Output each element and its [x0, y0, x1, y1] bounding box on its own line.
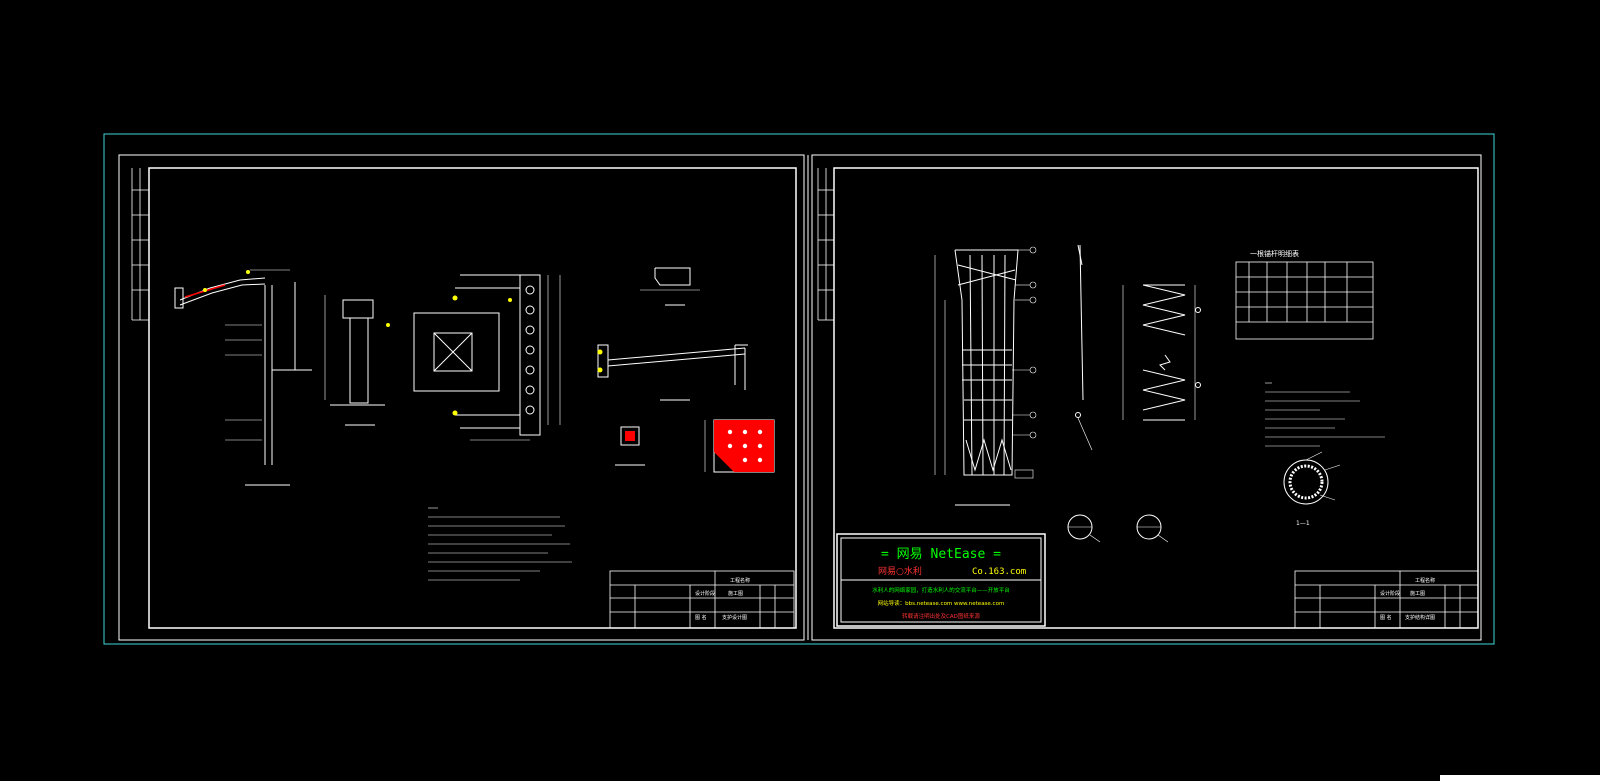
sheet-2-drawing-label: 图 名 — [1380, 614, 1392, 621]
sheet-1-title-block — [609, 570, 795, 629]
sheet-2-project-label: 工程名称 — [1415, 577, 1435, 584]
sheet-1: 工程名称 支护设计图 图 名 设计阶段 施工图 — [118, 154, 805, 641]
small-section — [615, 426, 645, 466]
yellow-marker — [246, 270, 250, 274]
yellow-marker — [203, 288, 207, 292]
watermark-title: = 网易 NetEase = — [881, 547, 1001, 562]
yellow-marker — [597, 349, 603, 355]
watermark-right-label: Co.163.com — [972, 567, 1026, 577]
watermark-left-label: 网易○水利 — [878, 565, 922, 577]
cage-callouts — [1012, 246, 1037, 479]
yellow-marker — [452, 295, 458, 301]
sheet-1-stage: 工程名称 — [730, 577, 750, 584]
retaining-wall-elevation — [174, 269, 312, 486]
bar-section-details — [1067, 514, 1169, 543]
reinforcement-cage — [934, 249, 1019, 506]
watermark-line-3: 转载请注明出处及CAD图纸来源 — [902, 612, 980, 620]
anchor-table-title: 一根锚杆明细表 — [1250, 249, 1299, 258]
sheet-1-drawing-label: 图 名 — [695, 614, 707, 621]
spiral-stirrup — [1122, 284, 1201, 421]
watermark-line-2: 网站导读：bbs.netease.com www.netease.com — [878, 599, 1005, 607]
sheet-1-notes — [428, 507, 572, 581]
corner-block — [1440, 775, 1600, 781]
sheet-2-stage-value: 施工图 — [1410, 590, 1425, 597]
sheet-2-design-label: 设计阶段 — [1380, 590, 1400, 597]
sheet-2-title-block — [1294, 570, 1479, 629]
yellow-marker — [597, 367, 603, 373]
sheet-1-stage-value: 施工图 — [728, 590, 743, 597]
sheet-2-outer-border — [811, 154, 1482, 641]
shotcrete-panel — [704, 419, 775, 473]
pit-plan-view — [413, 274, 561, 441]
yellow-marker — [508, 298, 512, 302]
sheet-1-design-label: 设计阶段 — [695, 590, 715, 597]
single-bar-detail — [1075, 244, 1093, 451]
anchor-bar-detail — [597, 344, 748, 401]
sheet-2-notes — [1265, 382, 1385, 447]
cap-detail — [324, 295, 385, 426]
yellow-marker — [386, 323, 390, 327]
sheet-1-outer-border — [118, 154, 805, 641]
coping-section — [640, 267, 700, 306]
ring-section-label: 1—1 — [1296, 520, 1310, 527]
sheet-2: 一根锚杆明细表 — [811, 154, 1482, 641]
outer-frame — [103, 133, 1495, 645]
sheet-1-left-strip — [131, 168, 150, 321]
netease-watermark: = 网易 NetEase = 网易○水利 Co.163.com 水利人的网络家园… — [836, 533, 1046, 627]
ring-section — [1283, 451, 1341, 505]
sheet-2-left-strip — [817, 168, 835, 321]
sheet-2-drawing-name: 支护结构详图 — [1405, 614, 1435, 621]
sheet-2-inner-border — [833, 167, 1479, 629]
watermark-line-1: 水利人的网络家园，打造水利人的交流平台——开放平台 — [872, 586, 1010, 594]
sheet-1-inner-border — [148, 167, 797, 629]
yellow-marker — [452, 410, 458, 416]
sheet-1-drawing-name: 支护设计图 — [722, 614, 747, 621]
anchor-table — [1235, 261, 1374, 340]
